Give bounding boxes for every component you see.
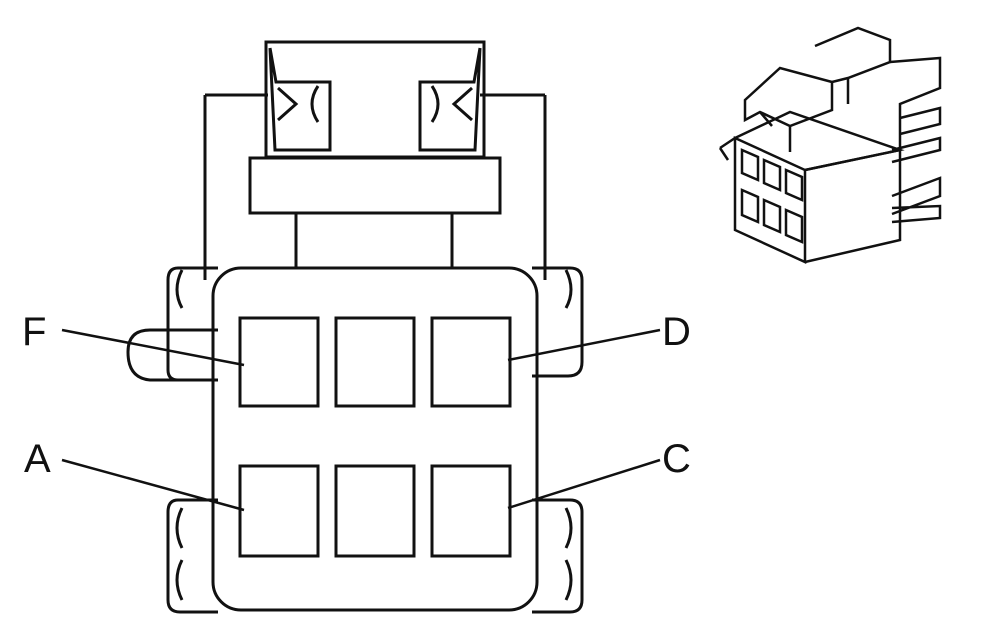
leader-line-a [61, 458, 245, 512]
pin-label-a: A [24, 437, 51, 481]
leader-line-c [507, 458, 661, 510]
connector-housing [211, 266, 539, 612]
connector-front-view: F D A C [22, 40, 691, 614]
cavity-e [334, 316, 416, 408]
left-side-clips [126, 266, 218, 614]
cavity-a [238, 464, 320, 558]
leader-line-d [507, 328, 661, 362]
locking-latch [203, 40, 547, 280]
cavity-c [430, 464, 512, 558]
cavity-f [238, 316, 320, 408]
pin-label-f: F [22, 310, 46, 354]
right-side-clips [532, 266, 584, 614]
pin-label-d: D [662, 310, 691, 354]
connector-isometric-view [718, 26, 942, 264]
cavity-d [430, 316, 512, 408]
leader-lines [61, 328, 661, 512]
pin-cavities [238, 316, 512, 558]
pin-label-c: C [662, 437, 691, 481]
cavity-b [334, 464, 416, 558]
leader-line-f [61, 328, 245, 367]
